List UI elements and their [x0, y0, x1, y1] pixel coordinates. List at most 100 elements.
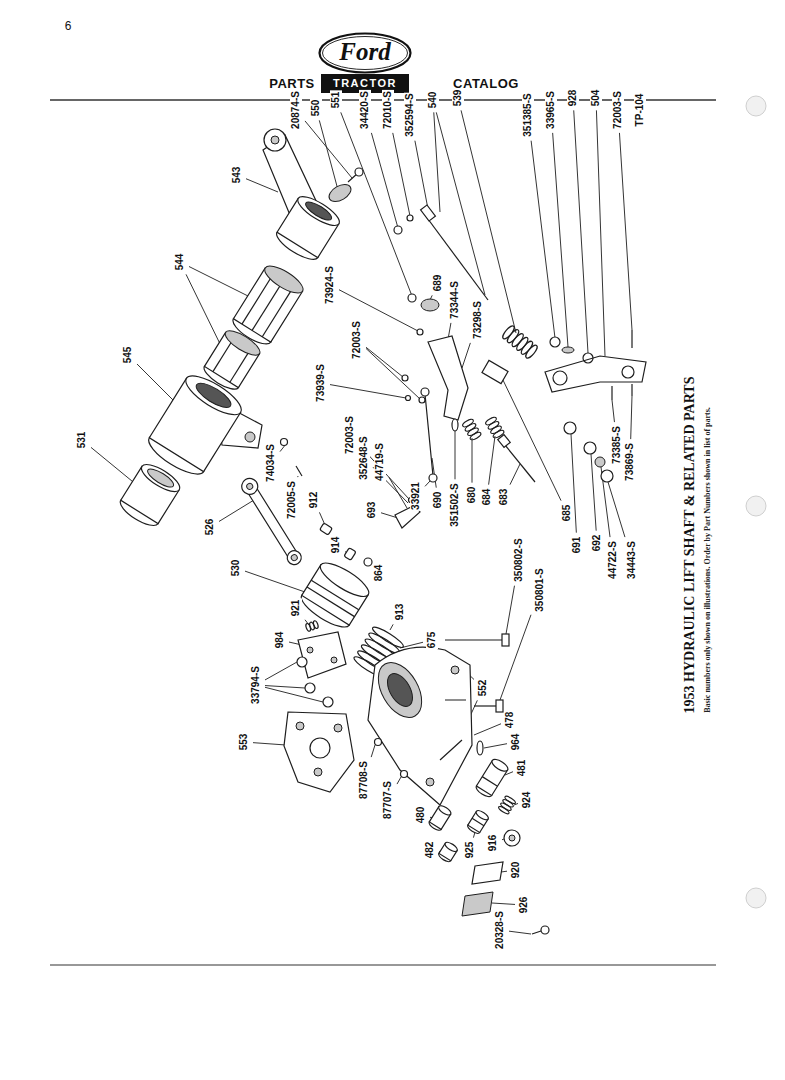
callout-number: 34443-S — [626, 540, 638, 580]
leader-line — [531, 141, 555, 338]
callout-number: 87707-S — [382, 780, 394, 820]
callout-number: 684 — [481, 488, 493, 507]
callout-number: 916 — [487, 834, 499, 853]
leader-line — [612, 400, 614, 422]
page-title: 1953 HYDRAULIC LIFT SHAFT & RELATED PART… — [682, 377, 698, 714]
callout-number: 531 — [76, 431, 88, 450]
callout-number: 20328-S — [494, 910, 506, 950]
leader-line — [253, 743, 286, 745]
callout-number: 551 — [330, 91, 342, 110]
callout-number: 693 — [366, 501, 378, 520]
callout-number: 33794-S — [250, 665, 262, 705]
bolts — [445, 634, 509, 712]
logo-oval: Ford — [318, 32, 412, 74]
pins — [281, 439, 303, 477]
callout-number: 504 — [590, 89, 602, 108]
callout-number: 913 — [394, 603, 406, 622]
leader-line — [619, 133, 632, 330]
callout-number: 44722-S — [607, 540, 619, 580]
callout-number: 690 — [432, 491, 444, 510]
leader-line — [305, 121, 352, 178]
callout-number: 72010-S — [382, 90, 394, 130]
callout-number: 552 — [477, 679, 489, 698]
leader-line — [509, 931, 531, 934]
leader-line — [425, 481, 430, 486]
callout-number: 864 — [373, 564, 385, 583]
leader-line — [461, 110, 516, 333]
logo-word: Ford — [339, 39, 390, 64]
callout-number: 20874-S — [290, 90, 302, 130]
leader-line — [137, 364, 178, 405]
callout-number: 480 — [415, 806, 427, 825]
leader-line — [186, 274, 224, 352]
callout-number: 350802-S — [513, 537, 525, 582]
callout-number: 72005-S — [286, 480, 298, 520]
callout-number: 481 — [516, 759, 528, 778]
callout-number: 73924-S — [324, 265, 336, 305]
callout-number: 544 — [174, 253, 186, 272]
leader-line — [436, 112, 485, 295]
leader-line — [608, 482, 625, 537]
callout-number: 87708-S — [358, 760, 370, 800]
callout-number: 34420-S — [359, 90, 371, 130]
leader-line — [502, 378, 561, 501]
footer-rule — [50, 964, 716, 965]
leader-line — [474, 724, 501, 735]
callout-number: 72003-S — [344, 415, 356, 455]
leader-line — [462, 343, 470, 368]
callout-number: 925 — [464, 841, 476, 860]
quadrant-bracket — [545, 330, 646, 482]
callout-number: 914 — [330, 536, 342, 555]
leader-line — [553, 133, 568, 347]
callout-number: 540 — [427, 91, 439, 110]
leader-line — [341, 112, 412, 296]
callout-number: 33965-S — [545, 90, 557, 130]
screws — [375, 739, 408, 778]
leader-line — [510, 464, 520, 485]
leader-line — [631, 396, 632, 439]
spring — [305, 620, 319, 632]
leader-line — [366, 348, 420, 399]
callout-number: 545 — [122, 346, 134, 365]
page-number: 6 — [64, 19, 73, 33]
callout-number: 924 — [521, 791, 533, 810]
leader-line — [371, 133, 398, 228]
callout-number: 350801-S — [534, 567, 546, 612]
callout-number: 73298-S — [472, 300, 484, 340]
arm-plate — [326, 168, 363, 205]
callout-number: 920 — [510, 861, 522, 880]
leader-line — [455, 431, 456, 479]
callout-number: 73385-S — [611, 425, 623, 465]
leader-line — [591, 454, 596, 531]
control-linkage — [394, 205, 539, 528]
leader-line — [596, 110, 605, 356]
leader-line — [492, 903, 515, 904]
lift-shaft-arm — [143, 369, 262, 481]
leader-line — [434, 112, 440, 212]
callout-number: 526 — [204, 518, 216, 537]
leader-line — [389, 477, 407, 508]
callout-number: 74034-S — [265, 443, 277, 483]
callout-number: 691 — [571, 536, 583, 555]
leader-line — [246, 179, 278, 192]
callout-number: 553 — [238, 733, 250, 752]
callout-number: 685 — [561, 504, 573, 523]
leader-line — [366, 347, 403, 377]
leader-line — [319, 120, 338, 190]
callout-number: 692 — [591, 534, 603, 553]
leader-line — [265, 686, 305, 688]
callout-number: 680 — [466, 486, 478, 505]
callout-number: 984 — [274, 631, 286, 650]
callout-number: 964 — [510, 733, 522, 752]
leader-lines — [91, 110, 632, 934]
leader-line — [397, 777, 401, 784]
callout-number: 478 — [504, 711, 516, 730]
cylinder-plate — [297, 632, 346, 707]
callout-number: 921 — [290, 599, 302, 618]
bushing — [117, 460, 184, 531]
callout-number: 73869-S — [624, 442, 636, 482]
valve-parts — [428, 741, 549, 934]
callout-number: 72003-S — [612, 90, 624, 130]
leader-line — [574, 110, 588, 353]
